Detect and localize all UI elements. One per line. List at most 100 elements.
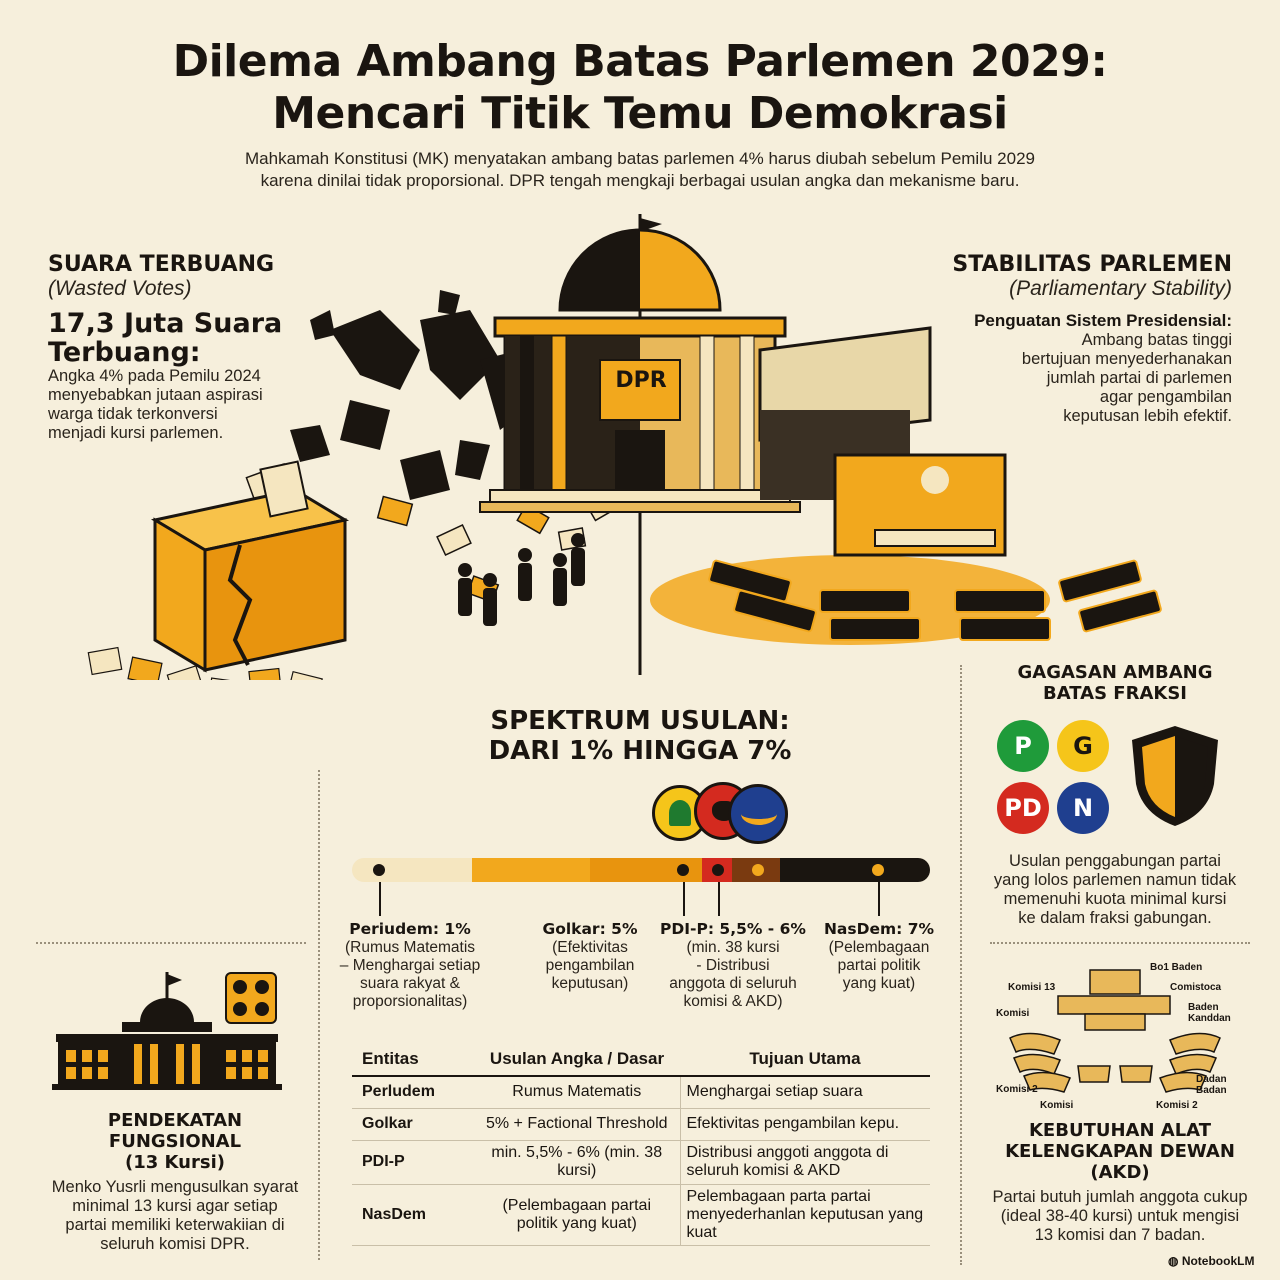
stability-heading: STABILITAS PARLEMEN bbox=[952, 252, 1232, 277]
akd-label: Comistoca bbox=[1170, 982, 1222, 993]
fungsional-heading-line-2: FUNGSIONAL bbox=[108, 1131, 242, 1152]
fraksi-heading-line-2: BATAS FRAKSI bbox=[1043, 683, 1187, 704]
label-golkar: Golkar: 5% (Efektivitas pengambilan kepu… bbox=[530, 920, 650, 993]
leader-line bbox=[683, 882, 685, 916]
stability-section: STABILITAS PARLEMEN (Parliamentary Stabi… bbox=[900, 252, 1232, 426]
fraksi-heading: GAGASAN AMBANG BATAS FRAKSI bbox=[985, 662, 1245, 704]
stat-line-2: Terbuang: bbox=[48, 337, 201, 368]
label-pdip: PDI-P: 5,5% - 6% (min. 38 kursi - Distri… bbox=[652, 920, 814, 1011]
stat-line-1: 17,3 Juta Suara bbox=[48, 308, 283, 339]
table-row: NasDem (Pelembagaan partai politik yang … bbox=[352, 1184, 930, 1246]
watermark: ◍ NotebookLM bbox=[1168, 1254, 1254, 1268]
page-title: Dilema Ambang Batas Parlemen 2029: Menca… bbox=[0, 36, 1280, 140]
fungsional-heading: PENDEKATAN FUNGSIONAL (13 Kursi) bbox=[40, 1110, 310, 1173]
party-badge-pd: PD bbox=[997, 782, 1049, 834]
subtitle-line-1: Mahkamah Konstitusi (MK) menyatakan amba… bbox=[245, 149, 1035, 168]
leader-line bbox=[379, 882, 381, 916]
body-line: partai memiliki keterwakiian di bbox=[65, 1216, 285, 1234]
label-name: Periudem: 1% bbox=[349, 920, 471, 938]
table-header: Entitas bbox=[352, 1043, 474, 1077]
akd-chamber-diagram bbox=[1009, 969, 1221, 1093]
table-cell-tujuan: Pelembagaan parta partai menyederhanlan … bbox=[680, 1184, 930, 1246]
dpr-building bbox=[479, 214, 1007, 675]
label-nasdem: NasDem: 7% (Pelembagaan partai politik y… bbox=[818, 920, 940, 993]
page-subtitle: Mahkamah Konstitusi (MK) menyatakan amba… bbox=[140, 148, 1140, 192]
parliament-benches bbox=[708, 559, 1162, 641]
spectrum-heading: SPEKTRUM USULAN: DARI 1% HINGGA 7% bbox=[440, 706, 840, 766]
akd-heading-line-3: (AKD) bbox=[1090, 1162, 1150, 1183]
table-cell-entity: Golkar bbox=[352, 1108, 474, 1141]
akd-label: Dadan Badan bbox=[1196, 1074, 1227, 1096]
subtitle-line-2: karena dinilai tidak proporsional. DPR t… bbox=[260, 171, 1020, 190]
table-cell-usulan: min. 5,5% - 6% (min. 38 kursi) bbox=[474, 1140, 681, 1185]
people-silhouettes bbox=[458, 533, 585, 626]
akd-heading-line-1: KEBUTUHAN ALAT bbox=[1028, 1120, 1211, 1141]
label-line: keputusan) bbox=[551, 975, 629, 992]
fungsional-body: Menko Yusrli mengusulkan syarat minimal … bbox=[30, 1178, 320, 1254]
wasted-votes-stat: 17,3 Juta Suara Terbuang: bbox=[48, 309, 348, 367]
label-line: – Menghargai setiap bbox=[339, 957, 481, 974]
label-line: partai politik bbox=[837, 957, 921, 974]
label-line: pengambilan bbox=[545, 957, 635, 974]
label-line: (Rumus Matematis bbox=[344, 939, 476, 956]
marker-perludem bbox=[373, 864, 385, 876]
label-line: (Efektivitas bbox=[552, 939, 628, 956]
spectrum-heading-line-1: SPEKTRUM USULAN: bbox=[490, 706, 790, 736]
akd-heading: KEBUTUHAN ALAT KELENGKAPAN DEWAN (AKD) bbox=[985, 1120, 1255, 1183]
body-line: warga tidak terkonversi bbox=[48, 405, 218, 423]
body-line: Usulan penggabungan partai bbox=[1009, 852, 1221, 870]
body-line: menyebabkan jutaan aspirasi bbox=[48, 386, 263, 404]
committee-grid-icon bbox=[225, 972, 277, 1024]
akd-label: Komisi 2 bbox=[996, 1084, 1038, 1095]
marker-pdip-upper bbox=[752, 864, 764, 876]
ballot-box bbox=[150, 460, 350, 673]
label-name: NasDem: 7% bbox=[823, 920, 935, 938]
leader-line bbox=[718, 882, 720, 916]
table-cell-tujuan: Efektivitas pengambilan kepu. bbox=[680, 1108, 930, 1141]
label-line: yang kuat) bbox=[842, 975, 916, 992]
stability-body: Ambang batas tinggi bertujuan menyederha… bbox=[900, 331, 1232, 426]
wasted-votes-subheading: (Wasted Votes) bbox=[48, 277, 192, 300]
body-line: 13 komisi dan 7 badan. bbox=[1034, 1226, 1206, 1244]
wasted-votes-heading: SUARA TERBUANG bbox=[48, 252, 275, 277]
party-badge-p: P bbox=[997, 720, 1049, 772]
akd-label: Komisi 13 bbox=[1008, 982, 1056, 993]
table-header: Usulan Angka / Dasar bbox=[474, 1043, 680, 1077]
spectrum-segment bbox=[780, 858, 930, 882]
body-line: jumlah partai di parlemen bbox=[1046, 369, 1232, 387]
table-row: Golkar 5% + Factional Threshold Efektivi… bbox=[352, 1108, 930, 1141]
akd-label: Komisi bbox=[996, 1008, 1030, 1019]
label-line: komisi & AKD) bbox=[683, 993, 783, 1010]
body-line: Menko Yusrli mengusulkan syarat bbox=[51, 1178, 299, 1196]
body-line: bertujuan menyederhanakan bbox=[1021, 350, 1232, 368]
ballot-pile bbox=[87, 646, 323, 680]
label-name: Golkar: 5% bbox=[542, 920, 638, 938]
fraksi-heading-line-1: GAGASAN AMBANG bbox=[1017, 662, 1213, 683]
table-row: Perludem Rumus Matematis Menghargai seti… bbox=[352, 1076, 930, 1109]
table-cell-entity: PDI-P bbox=[352, 1140, 474, 1185]
stability-lead: Penguatan Sistem Presidensial: bbox=[974, 311, 1232, 330]
table-cell-usulan: (Pelembagaan partai politik yang kuat) bbox=[474, 1184, 681, 1246]
marker-pdip bbox=[712, 864, 724, 876]
marker-nasdem bbox=[872, 864, 884, 876]
marker-golkar bbox=[677, 864, 689, 876]
akd-heading-line-2: KELENGKAPAN DEWAN bbox=[1005, 1141, 1235, 1162]
body-line: minimal 13 kursi agar setiap bbox=[72, 1197, 278, 1215]
spectrum-bar bbox=[352, 858, 930, 882]
table-cell-tujuan: Distribusi anggoti anggota di seluruh ko… bbox=[680, 1140, 930, 1185]
party-badge-n: N bbox=[1057, 782, 1109, 834]
table-cell-usulan: Rumus Matematis bbox=[474, 1076, 681, 1109]
party-badge-g: G bbox=[1057, 720, 1109, 772]
body-line: Ambang batas tinggi bbox=[1081, 331, 1232, 349]
table-header-row: Entitas Usulan Angka / Dasar Tujuan Utam… bbox=[352, 1043, 930, 1077]
table-row: PDI-P min. 5,5% - 6% (min. 38 kursi) Dis… bbox=[352, 1140, 930, 1185]
watermark-text: NotebookLM bbox=[1181, 1254, 1255, 1268]
body-line: keputusan lebih efektif. bbox=[1063, 407, 1232, 425]
wasted-votes-body: Angka 4% pada Pemilu 2024 menyebabkan ju… bbox=[48, 367, 348, 443]
shield-icon bbox=[1132, 726, 1218, 826]
body-line: yang lolos parlemen namun tidak bbox=[993, 871, 1237, 889]
body-line: ke dalam fraksi gabungan. bbox=[1018, 909, 1212, 927]
title-line-1: Dilema Ambang Batas Parlemen 2029: bbox=[172, 36, 1108, 87]
dpr-label: DPR bbox=[615, 368, 667, 393]
divider bbox=[990, 942, 1250, 944]
